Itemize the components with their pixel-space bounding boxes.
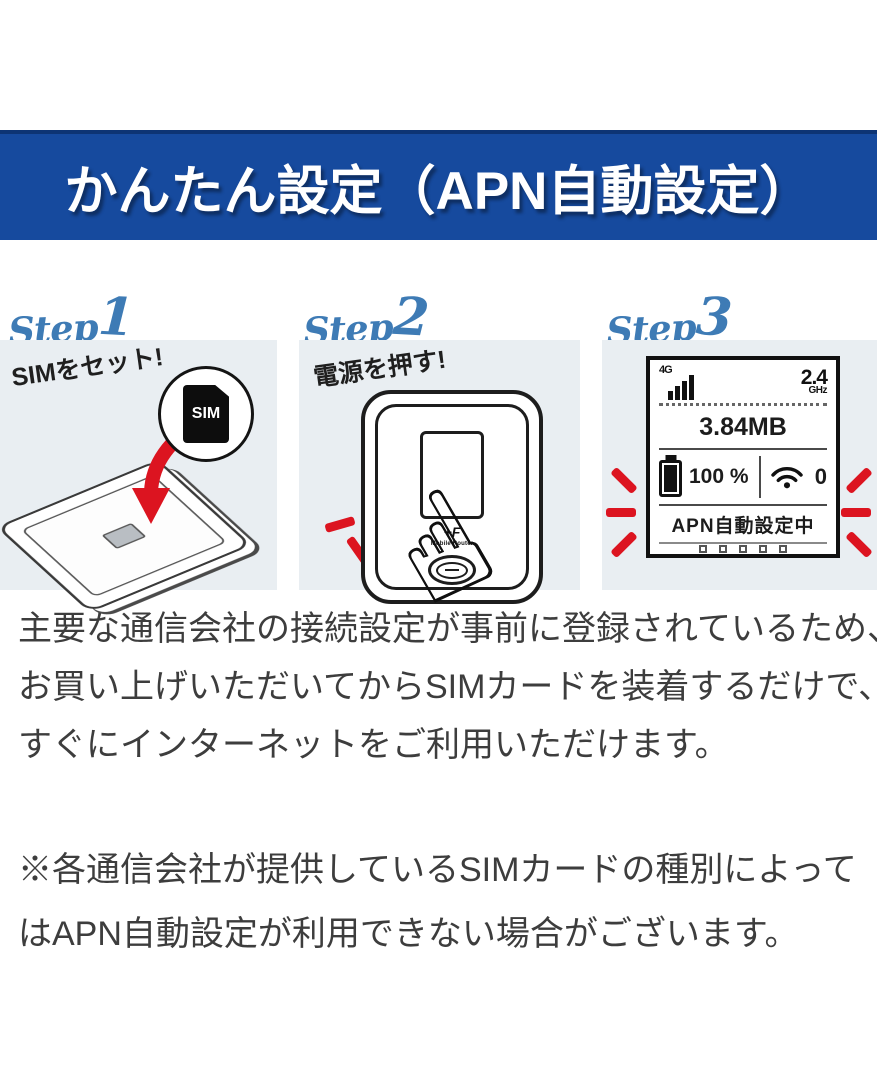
- router-brand-logo: +F Mobile Router: [378, 525, 526, 547]
- row-divider: [758, 456, 761, 498]
- band-value: 2.4: [800, 366, 828, 390]
- emphasis-dash: [845, 530, 873, 559]
- router-front-view-illustration: +F Mobile Router: [361, 390, 543, 604]
- wifi-icon: [771, 467, 803, 489]
- description-line-3: すぐにインターネットをご利用いただけます。: [18, 726, 729, 764]
- emphasis-dash: [606, 508, 636, 517]
- power-button-inner: [436, 561, 468, 579]
- sim-card-icon: SIM: [183, 385, 229, 443]
- wifi-band-label: 2.4 GHz: [800, 366, 828, 396]
- description-line-1: 主要な通信会社の接続設定が事前に登録されているため、: [18, 610, 877, 648]
- apn-status-text: APN自動設定中: [659, 506, 827, 544]
- power-button: [428, 555, 476, 585]
- battery-icon: [659, 460, 682, 497]
- step3-panel: 4G 2.4 GHz 3.84MB 100 %: [602, 340, 877, 590]
- network-type-label: 4G: [659, 363, 673, 376]
- indicator-square: [779, 545, 787, 553]
- description-paragraph: 主要な通信会社の接続設定が事前に登録されているため、 お買い上げいただいてからS…: [18, 600, 877, 774]
- wifi-client-count: 0: [814, 464, 827, 489]
- router-display: [420, 431, 484, 519]
- battery-percent: 100 %: [689, 465, 749, 488]
- note-line-2: はAPN自動設定が利用できない場合がございます。: [18, 915, 799, 953]
- page-title: かんたん設定（APN自動設定）: [64, 162, 813, 221]
- screen-status-row: 4G 2.4 GHz: [659, 360, 828, 406]
- data-usage-value: 3.84MB: [659, 406, 827, 450]
- emphasis-dash: [324, 516, 356, 533]
- sim-card-badge: SIM: [158, 366, 254, 462]
- emphasis-dash: [610, 466, 638, 495]
- indicator-square: [759, 545, 767, 553]
- step2-panel: 電源を押す! +F Mobile Router ☝: [299, 340, 580, 642]
- emphasis-dash: [841, 508, 871, 517]
- blink-emphasis-marks-right: [841, 466, 877, 559]
- page-indicator-dots: [659, 544, 827, 554]
- router-screen-mockup: 4G 2.4 GHz 3.84MB 100 %: [646, 356, 840, 558]
- indicator-square: [699, 545, 707, 553]
- step2-instruction: 電源を押す!: [311, 345, 448, 393]
- emphasis-dash: [845, 466, 873, 495]
- blink-emphasis-marks-left: [606, 466, 642, 559]
- band-unit: GHz: [808, 384, 828, 396]
- title-banner: かんたん設定（APN自動設定）: [0, 130, 877, 240]
- sim-card-label: SIM: [191, 405, 221, 422]
- emphasis-dash: [610, 530, 638, 559]
- router-front-bezel: +F Mobile Router: [375, 404, 529, 590]
- indicator-square: [719, 545, 727, 553]
- note-paragraph: ※各通信会社が提供しているSIMカードの種別によって はAPN自動設定が利用でき…: [18, 838, 863, 966]
- step1-panel: SIMをセット! SIM: [0, 340, 277, 613]
- router-logo-subtext: Mobile Router: [430, 541, 474, 547]
- signal-bars-icon: 4G: [659, 363, 711, 400]
- indicator-square: [739, 545, 747, 553]
- battery-wifi-row: 100 % 0: [659, 450, 827, 506]
- router-logo-text: +F: [443, 524, 461, 540]
- description-line-2: お買い上げいただいてからSIMカードを装着するだけで、: [18, 668, 877, 706]
- note-line-1: ※各通信会社が提供しているSIMカードの種別によって: [18, 851, 857, 889]
